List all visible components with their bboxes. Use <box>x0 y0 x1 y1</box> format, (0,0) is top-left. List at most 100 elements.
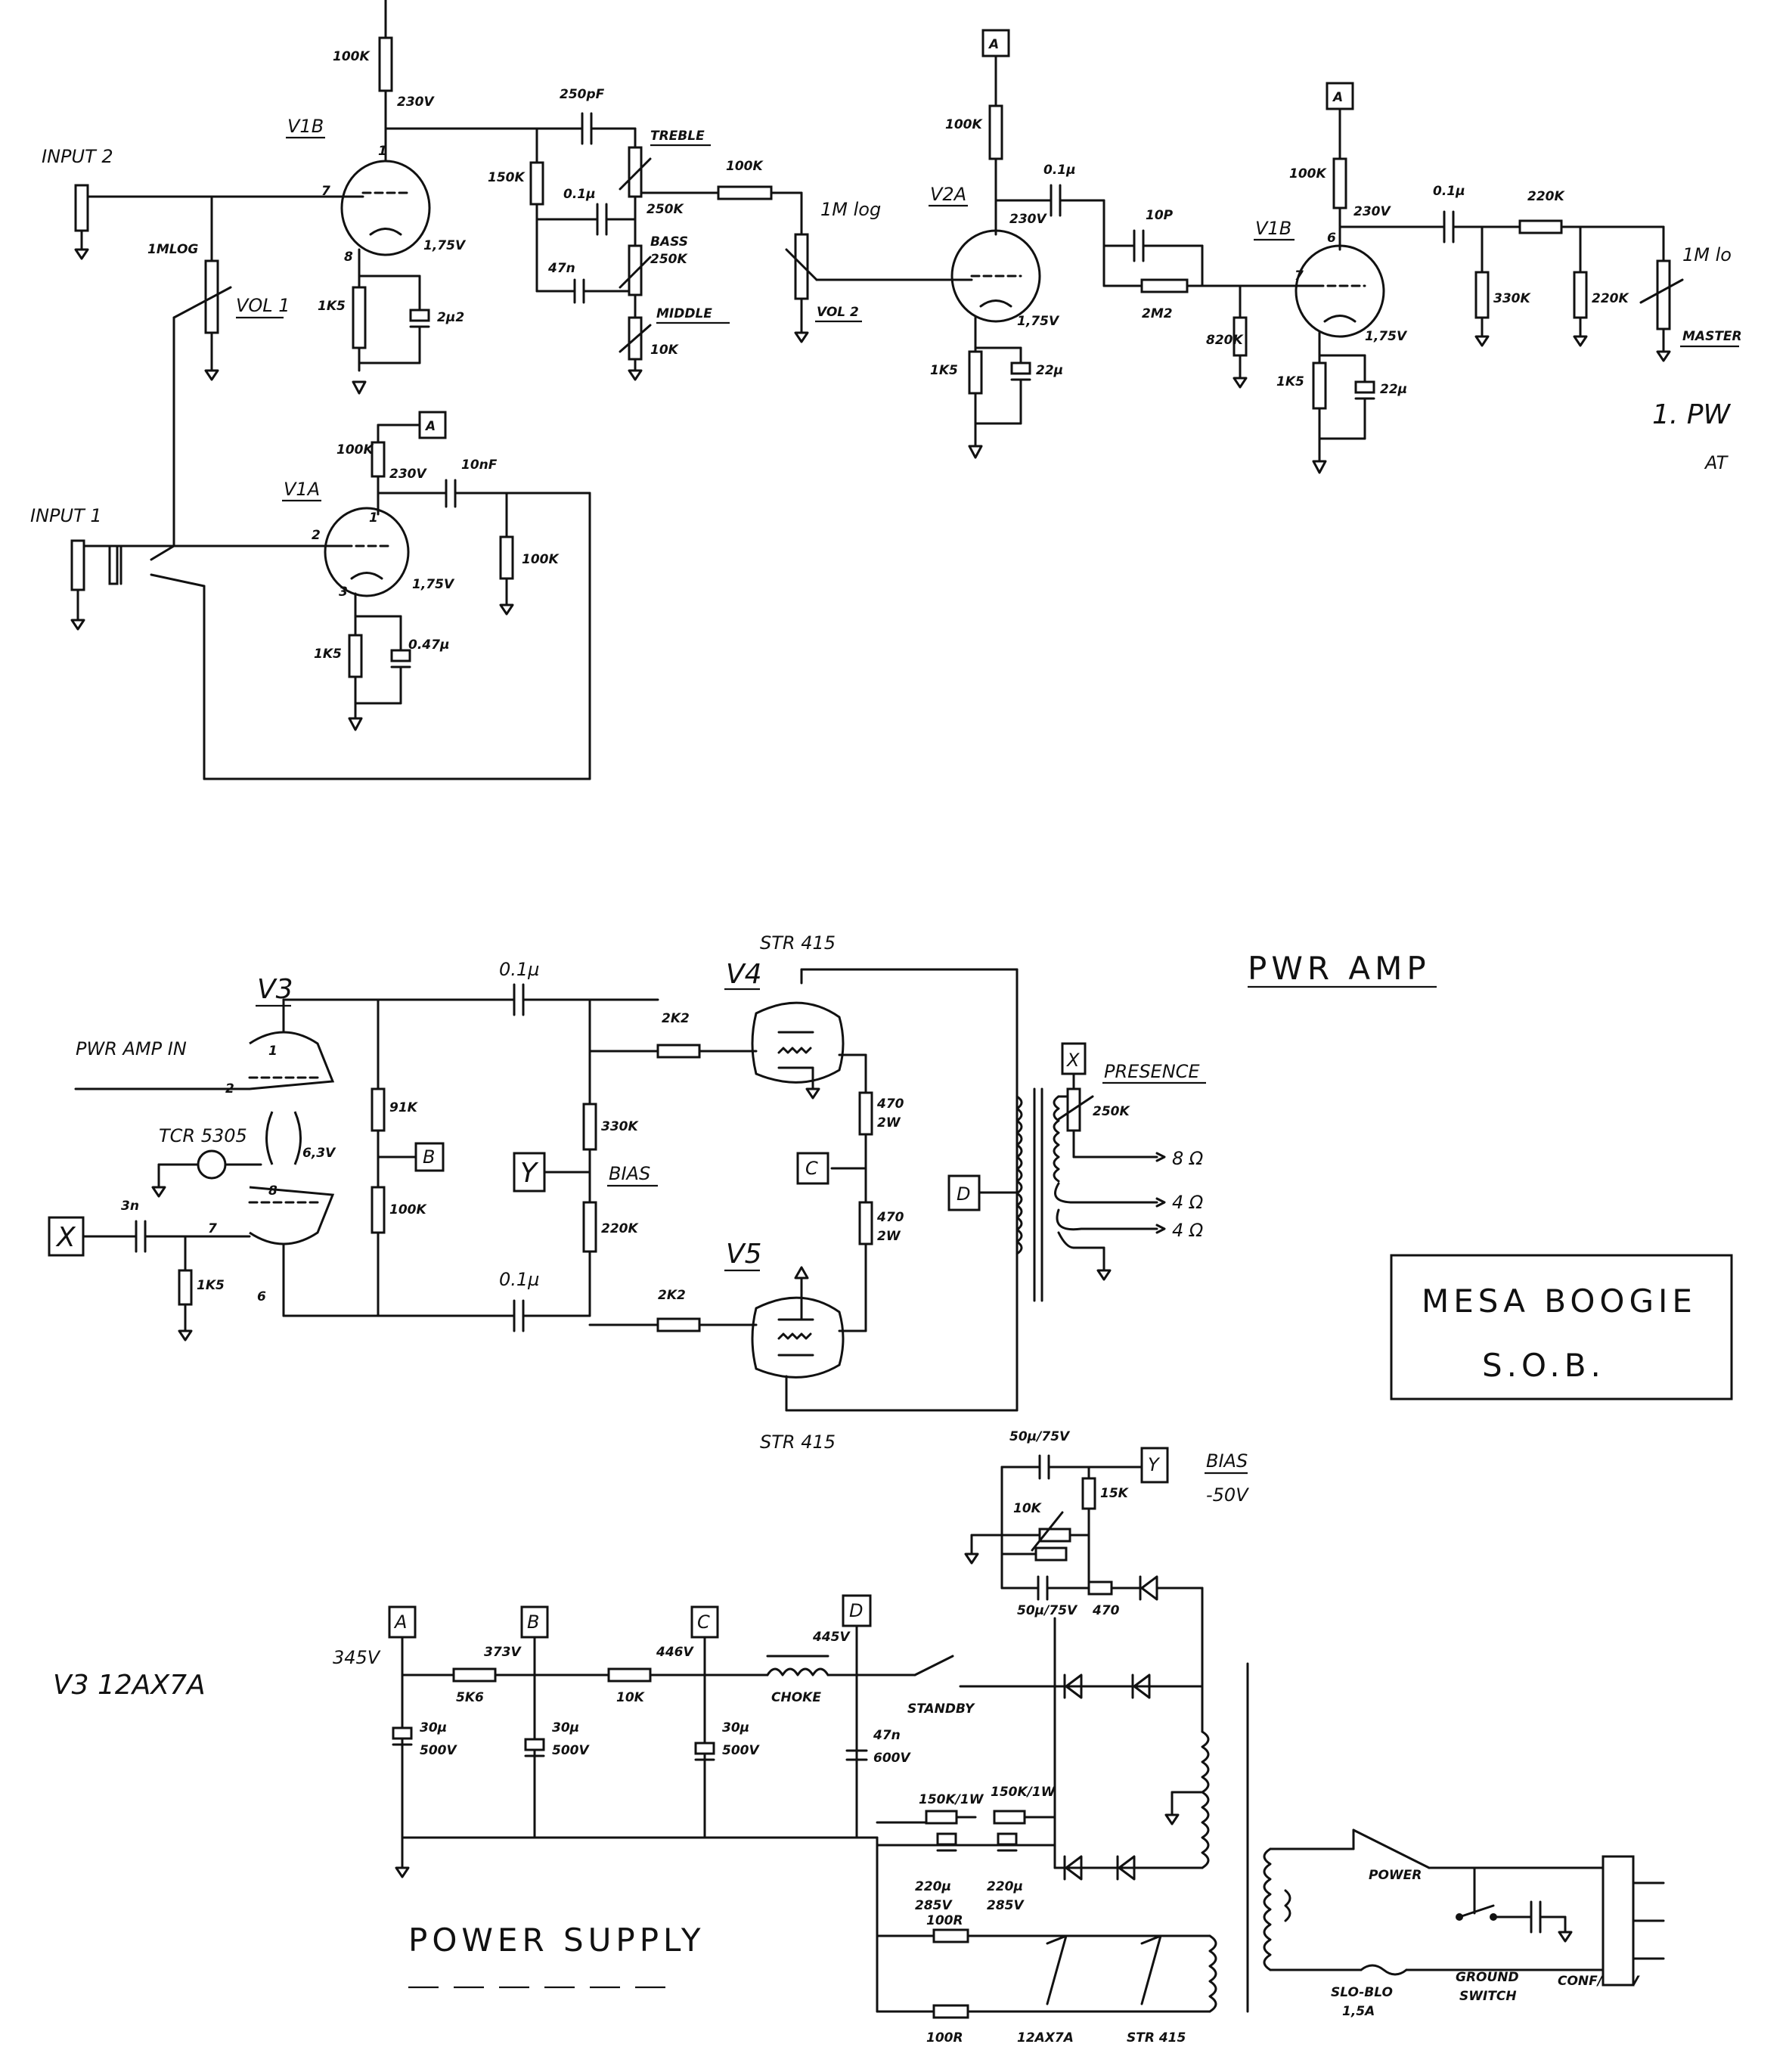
bright-cap-value: 10P <box>1146 208 1174 223</box>
v1a-pin-2: 2 <box>312 528 321 543</box>
svg-text:A: A <box>1332 90 1343 105</box>
input-2-label: INPUT 2 <box>42 146 113 167</box>
bias-shunt-resistor-value: 15K <box>1100 1486 1130 1501</box>
v1b-pin-1: 1 <box>378 144 387 159</box>
output-8-ohm: 8 Ω <box>1172 1148 1204 1169</box>
heater-tube-2-label: STR 415 <box>1127 2030 1186 2046</box>
svg-text:D: D <box>849 1600 863 1621</box>
treble-cap-value: 250pF <box>560 87 605 102</box>
bass-label: BASS <box>650 234 688 250</box>
v1a-plate-resistor-value: 100K <box>336 442 374 458</box>
supply-resistor-10k-value: 10K <box>616 1690 646 1705</box>
v1b2-pin-7: 7 <box>1295 268 1304 284</box>
v1b-cathode-voltage: 1,75V <box>423 238 467 253</box>
presence-label: PRESENCE <box>1104 1061 1200 1082</box>
v2a-cathode-cap-value: 22µ <box>1036 363 1063 378</box>
bias-cap-2-value: 50µ/75V <box>1017 1603 1078 1618</box>
mains-plug <box>1602 1855 1635 1987</box>
ground-lift-resistor-b-value: 150K/1W <box>991 1785 1056 1800</box>
bias-supply: 470 50µ/75V 50µ/75V Y BIAS -50V 15K 10K <box>964 1429 1249 1688</box>
heater-resistor-b-value: 100R <box>926 2030 963 2046</box>
fuse-rating: 1,5A <box>1342 2004 1375 2019</box>
v3-plate-resistor-value: 91K <box>389 1100 419 1115</box>
svg-text:X: X <box>55 1222 76 1253</box>
page-fragment-1: 1. PW <box>1652 399 1732 430</box>
v3-phase-inverter: V3 1 2 8 7 6 PWR AMP IN TCR 5305 6,3V <box>74 974 336 1304</box>
ground-lift-caps: 150K/1W 150K/1W 220µ 285V 220µ 285V <box>855 1785 1056 1913</box>
v4-label: V4 <box>726 959 762 990</box>
v1b2-pin-6: 6 <box>1327 231 1336 246</box>
node-b <box>414 1142 445 1172</box>
v1b2-plate-resistor-value: 100K <box>1289 166 1327 181</box>
output-coupling-cap-value: 0.1µ <box>1433 184 1465 199</box>
rectifier-bridge <box>1053 1673 1210 1881</box>
supply-node-y <box>1140 1447 1169 1484</box>
supply-node-a <box>388 1605 417 1639</box>
v3-pin-8: 8 <box>268 1183 278 1199</box>
screen-resistor-top-watt: 2W <box>877 1115 901 1131</box>
bias-resistor-top-value: 330K <box>601 1119 639 1134</box>
fuse-label: SLO-BLO <box>1331 1985 1393 2000</box>
tcr-label: TCR 5305 <box>159 1125 247 1146</box>
screen-resistor-bottom-value: 470 <box>876 1210 904 1225</box>
svg-text:Y: Y <box>520 1158 539 1189</box>
vol-1-pot: 1MLOG VOL 1 <box>147 195 290 546</box>
bass-pot-value: 250K <box>650 252 688 267</box>
output-shunt-resistor-2-value: 220K <box>1592 291 1629 306</box>
ground-switch-label-2: SWITCH <box>1459 1989 1517 2004</box>
v3-pin-6: 6 <box>257 1289 266 1304</box>
bass-cap-value: 0.1µ <box>563 187 596 202</box>
supply-resistor-5k6-value: 5K6 <box>456 1690 484 1705</box>
v2a-label: V2A <box>930 184 966 205</box>
vol-2-pot: 1M log VOL 2 <box>785 199 947 343</box>
v1b-plate-resistor-value: 100K <box>333 49 371 64</box>
output-4-ohm-b: 4 Ω <box>1172 1220 1204 1241</box>
output-shunt-resistor-value: 330K <box>1493 291 1531 306</box>
pwr-amp-title: PWR AMP <box>1248 950 1431 987</box>
v4-type-label: STR 415 <box>760 932 836 954</box>
mid-cap-value: 47n <box>547 261 575 276</box>
coupling-cap-2-value: 0.1µ <box>1043 163 1076 178</box>
title-block: MESA BOOGIE S.O.B. <box>1390 1254 1733 1400</box>
v2a-tube: A 100K V2A 230V 1,75V 1K5 22µ <box>929 29 1063 459</box>
svg-text:A: A <box>424 419 436 434</box>
v3-input-cap-value: 3n <box>121 1199 139 1214</box>
v3-plate-resistor-2-value: 100K <box>389 1202 427 1217</box>
power-supply-title: POWER SUPPLY <box>408 1922 705 1959</box>
title-block-line1: MESA BOOGIE <box>1422 1283 1697 1320</box>
presence-pot-value: 250K <box>1093 1104 1130 1119</box>
bias-supply-label: BIAS <box>1206 1450 1248 1472</box>
v1a-grid-resistor-value: 100K <box>522 552 560 567</box>
vol2-pot-value: 1M log <box>820 199 881 220</box>
svg-text:X: X <box>1065 1050 1080 1071</box>
mains-input: POWER SLO-BLO 1,5A GROUND SWITCH CONF/60… <box>1263 1829 1665 2019</box>
input-1-jack: INPUT 1 <box>30 505 319 780</box>
treble-pot-value: 250K <box>646 202 684 217</box>
svg-text:C: C <box>697 1611 710 1633</box>
v1b-pin-8: 8 <box>344 250 353 265</box>
ground-lift-cap-a-voltage: 285V <box>915 1898 953 1913</box>
bias-label: BIAS <box>609 1163 650 1184</box>
ground-lift-cap-b-value: 220µ <box>987 1879 1023 1894</box>
filter-cap-b-voltage: 500V <box>552 1743 590 1758</box>
master-pot-value: 1M lo <box>1682 244 1732 265</box>
vol2-label: VOL 2 <box>817 305 859 320</box>
bias-cap-1-value: 50µ/75V <box>1009 1429 1071 1444</box>
v1b2-label: V1B <box>1255 218 1291 239</box>
filter-cap-d-voltage: 600V <box>873 1751 911 1766</box>
v1b-cathode-cap-value: 2µ2 <box>437 310 464 325</box>
bias-series-resistor-value: 470 <box>1092 1603 1120 1618</box>
v2a-plate-voltage: 230V <box>1009 212 1047 227</box>
v1b-cathode-resistor <box>352 286 367 349</box>
v1b-tube: V1B 1 7 8 <box>286 112 431 278</box>
svg-text:A: A <box>393 1611 407 1633</box>
svg-text:C: C <box>805 1158 818 1179</box>
svg-text:Y: Y <box>1148 1454 1161 1475</box>
filter-cap-b-value: 30µ <box>552 1720 579 1735</box>
node-d <box>947 1174 981 1211</box>
filter-cap-a-value: 30µ <box>420 1720 447 1735</box>
node-x-input <box>48 1216 85 1257</box>
master-pot <box>1656 259 1671 330</box>
v1a-cathode-resistor-value: 1K5 <box>314 647 342 662</box>
